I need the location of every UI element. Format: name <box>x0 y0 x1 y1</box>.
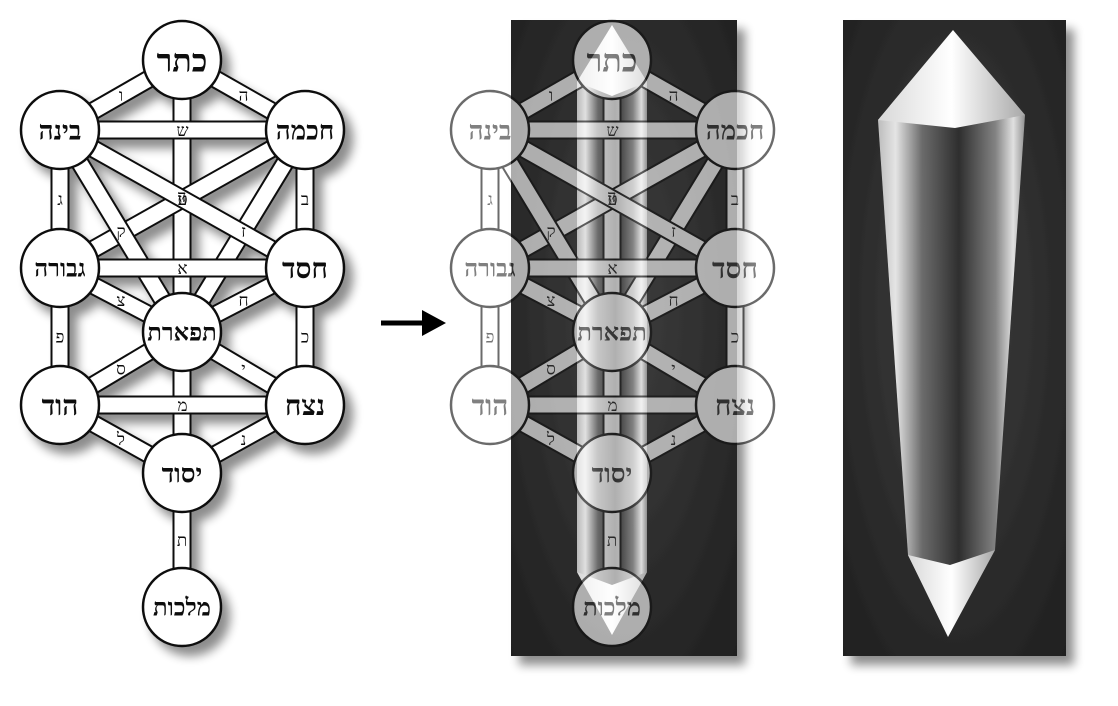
overlay-path-letter: צ <box>547 291 556 311</box>
overlay-sefirah-label: מלכות <box>583 593 641 622</box>
path-letter: ס <box>116 360 126 380</box>
path-letter: ו <box>119 86 123 106</box>
overlay-path-letter: ט <box>607 190 617 210</box>
path-letter: ז <box>241 222 246 242</box>
right-arrow-icon <box>381 310 446 336</box>
sefirah-label: כתר <box>157 42 208 80</box>
overlay-path-letter: ש <box>606 121 618 141</box>
crystal-overlay-panel: הודשבזטגקעאחכצפיסרמנלת כתרחכמהבינהחסדגבו… <box>449 19 776 656</box>
sefirah-label: גבורה <box>34 254 85 283</box>
path-letter: ה <box>239 86 249 106</box>
sefirah-label: יסוד <box>162 459 203 489</box>
path-letter: ד <box>178 187 186 207</box>
tree-of-life-overlay: הודשבזטגקעאחכצפיסרמנלת כתרחכמהבינהחסדגבו… <box>449 19 776 648</box>
sefirah-label: חכמה <box>276 116 334 146</box>
sefirah-malkhut: מלכות <box>141 566 223 648</box>
overlay-path-letter: ה <box>669 86 679 106</box>
sefirah-label: תפארת <box>147 318 217 347</box>
overlay-sefirah-label: חסד <box>712 252 758 285</box>
overlay-sefirah-tiferet: תפארת <box>571 291 653 373</box>
crystal-photo-panel <box>843 20 1066 656</box>
overlay-path-letter: ז <box>671 222 676 242</box>
overlay-path-letter: ד <box>608 187 616 207</box>
path-letter: צ <box>117 291 126 311</box>
path-letter: ת <box>177 531 187 551</box>
path-letter: ח <box>238 291 248 311</box>
path-letter: א <box>177 259 187 279</box>
overlay-sefirah-label: חכמה <box>706 116 764 146</box>
overlay-sefirah-gevurah: גבורה <box>449 227 531 309</box>
sefirah-label: הוד <box>42 389 79 422</box>
overlay-path-letter: ג <box>487 190 493 210</box>
sefirah-yesod: יסוד <box>141 432 223 514</box>
overlay-path-letter: מ <box>607 396 617 416</box>
overlay-path-binah-chesed <box>485 121 740 277</box>
overlay-path-letter: י <box>671 360 675 380</box>
overlay-sefirah-label: תפארת <box>577 318 647 347</box>
overlay-path-letter: נ <box>671 430 677 450</box>
sefirah-gevurah: גבורה <box>19 227 101 309</box>
sefirah-label: בינה <box>39 116 82 146</box>
tree-of-life-diagram: הודשבזטגקעאחכצפיסרמנלת כתרחכמהבינהחסדגבו… <box>19 19 346 648</box>
sefirah-netzach: נצח <box>264 364 346 446</box>
overlay-path-letter: ל <box>546 430 555 450</box>
overlay-path-letter: פ <box>486 328 495 348</box>
overlay-sefirah-hod: הוד <box>449 364 531 446</box>
overlay-path-letter: ב <box>731 190 739 210</box>
overlay-path-letter: ו <box>549 86 553 106</box>
overlay-sefirah-yesod: יסוד <box>571 432 653 514</box>
overlay-sefirah-chesed: חסד <box>694 227 776 309</box>
sefirah-label: מלכות <box>153 593 211 622</box>
overlay-sefirah-netzach: נצח <box>694 364 776 446</box>
sefirah-binah: בינה <box>19 89 101 171</box>
overlay-path-letter: ע <box>608 190 618 210</box>
path-letter: ט <box>177 190 187 210</box>
path-letter: ב <box>301 190 309 210</box>
path-letter: ש <box>176 121 188 141</box>
path-letter: נ <box>241 430 247 450</box>
crystal-photo-right <box>878 30 1025 637</box>
overlay-path-letter: ק <box>546 222 555 242</box>
overlay-sefirah-label: הוד <box>472 389 509 422</box>
path-letter: ל <box>116 430 125 450</box>
overlay-path-letter: ס <box>546 360 556 380</box>
overlay-sefirah-binah: בינה <box>449 89 531 171</box>
overlay-sefirah-label: גבורה <box>464 254 515 283</box>
path-letter: כ <box>301 328 309 348</box>
path-letter: ע <box>178 190 188 210</box>
overlay-sefirah-label: בינה <box>469 116 512 146</box>
overlay-sefirah-chokhmah: חכמה <box>694 89 776 171</box>
sefirah-hod: הוד <box>19 364 101 446</box>
sefirah-label: נצח <box>285 389 325 422</box>
overlay-sefirah-label: כתר <box>587 42 638 80</box>
overlay-path-letter: ח <box>668 291 678 311</box>
path-binah-chesed <box>55 121 310 277</box>
path-letter: י <box>241 360 245 380</box>
path-letter: ג <box>57 190 63 210</box>
sefirah-chesed: חסד <box>264 227 346 309</box>
overlay-path-letter: ת <box>607 531 617 551</box>
overlay-sefirah-keter: כתר <box>571 19 653 101</box>
sefirah-label: חסד <box>282 252 328 285</box>
overlay-path-letter: א <box>607 259 617 279</box>
sefirah-tiferet: תפארת <box>141 291 223 373</box>
sefirah-keter: כתר <box>141 19 223 101</box>
path-letter: מ <box>177 396 187 416</box>
overlay-sefirah-label: נצח <box>715 389 755 422</box>
path-letter: ק <box>116 222 125 242</box>
path-letter: פ <box>56 328 65 348</box>
overlay-sefirah-label: יסוד <box>592 459 633 489</box>
overlay-path-letter: כ <box>731 328 739 348</box>
overlay-sefirah-malkhut: מלכות <box>571 566 653 648</box>
sefirah-chokhmah: חכמה <box>264 89 346 171</box>
